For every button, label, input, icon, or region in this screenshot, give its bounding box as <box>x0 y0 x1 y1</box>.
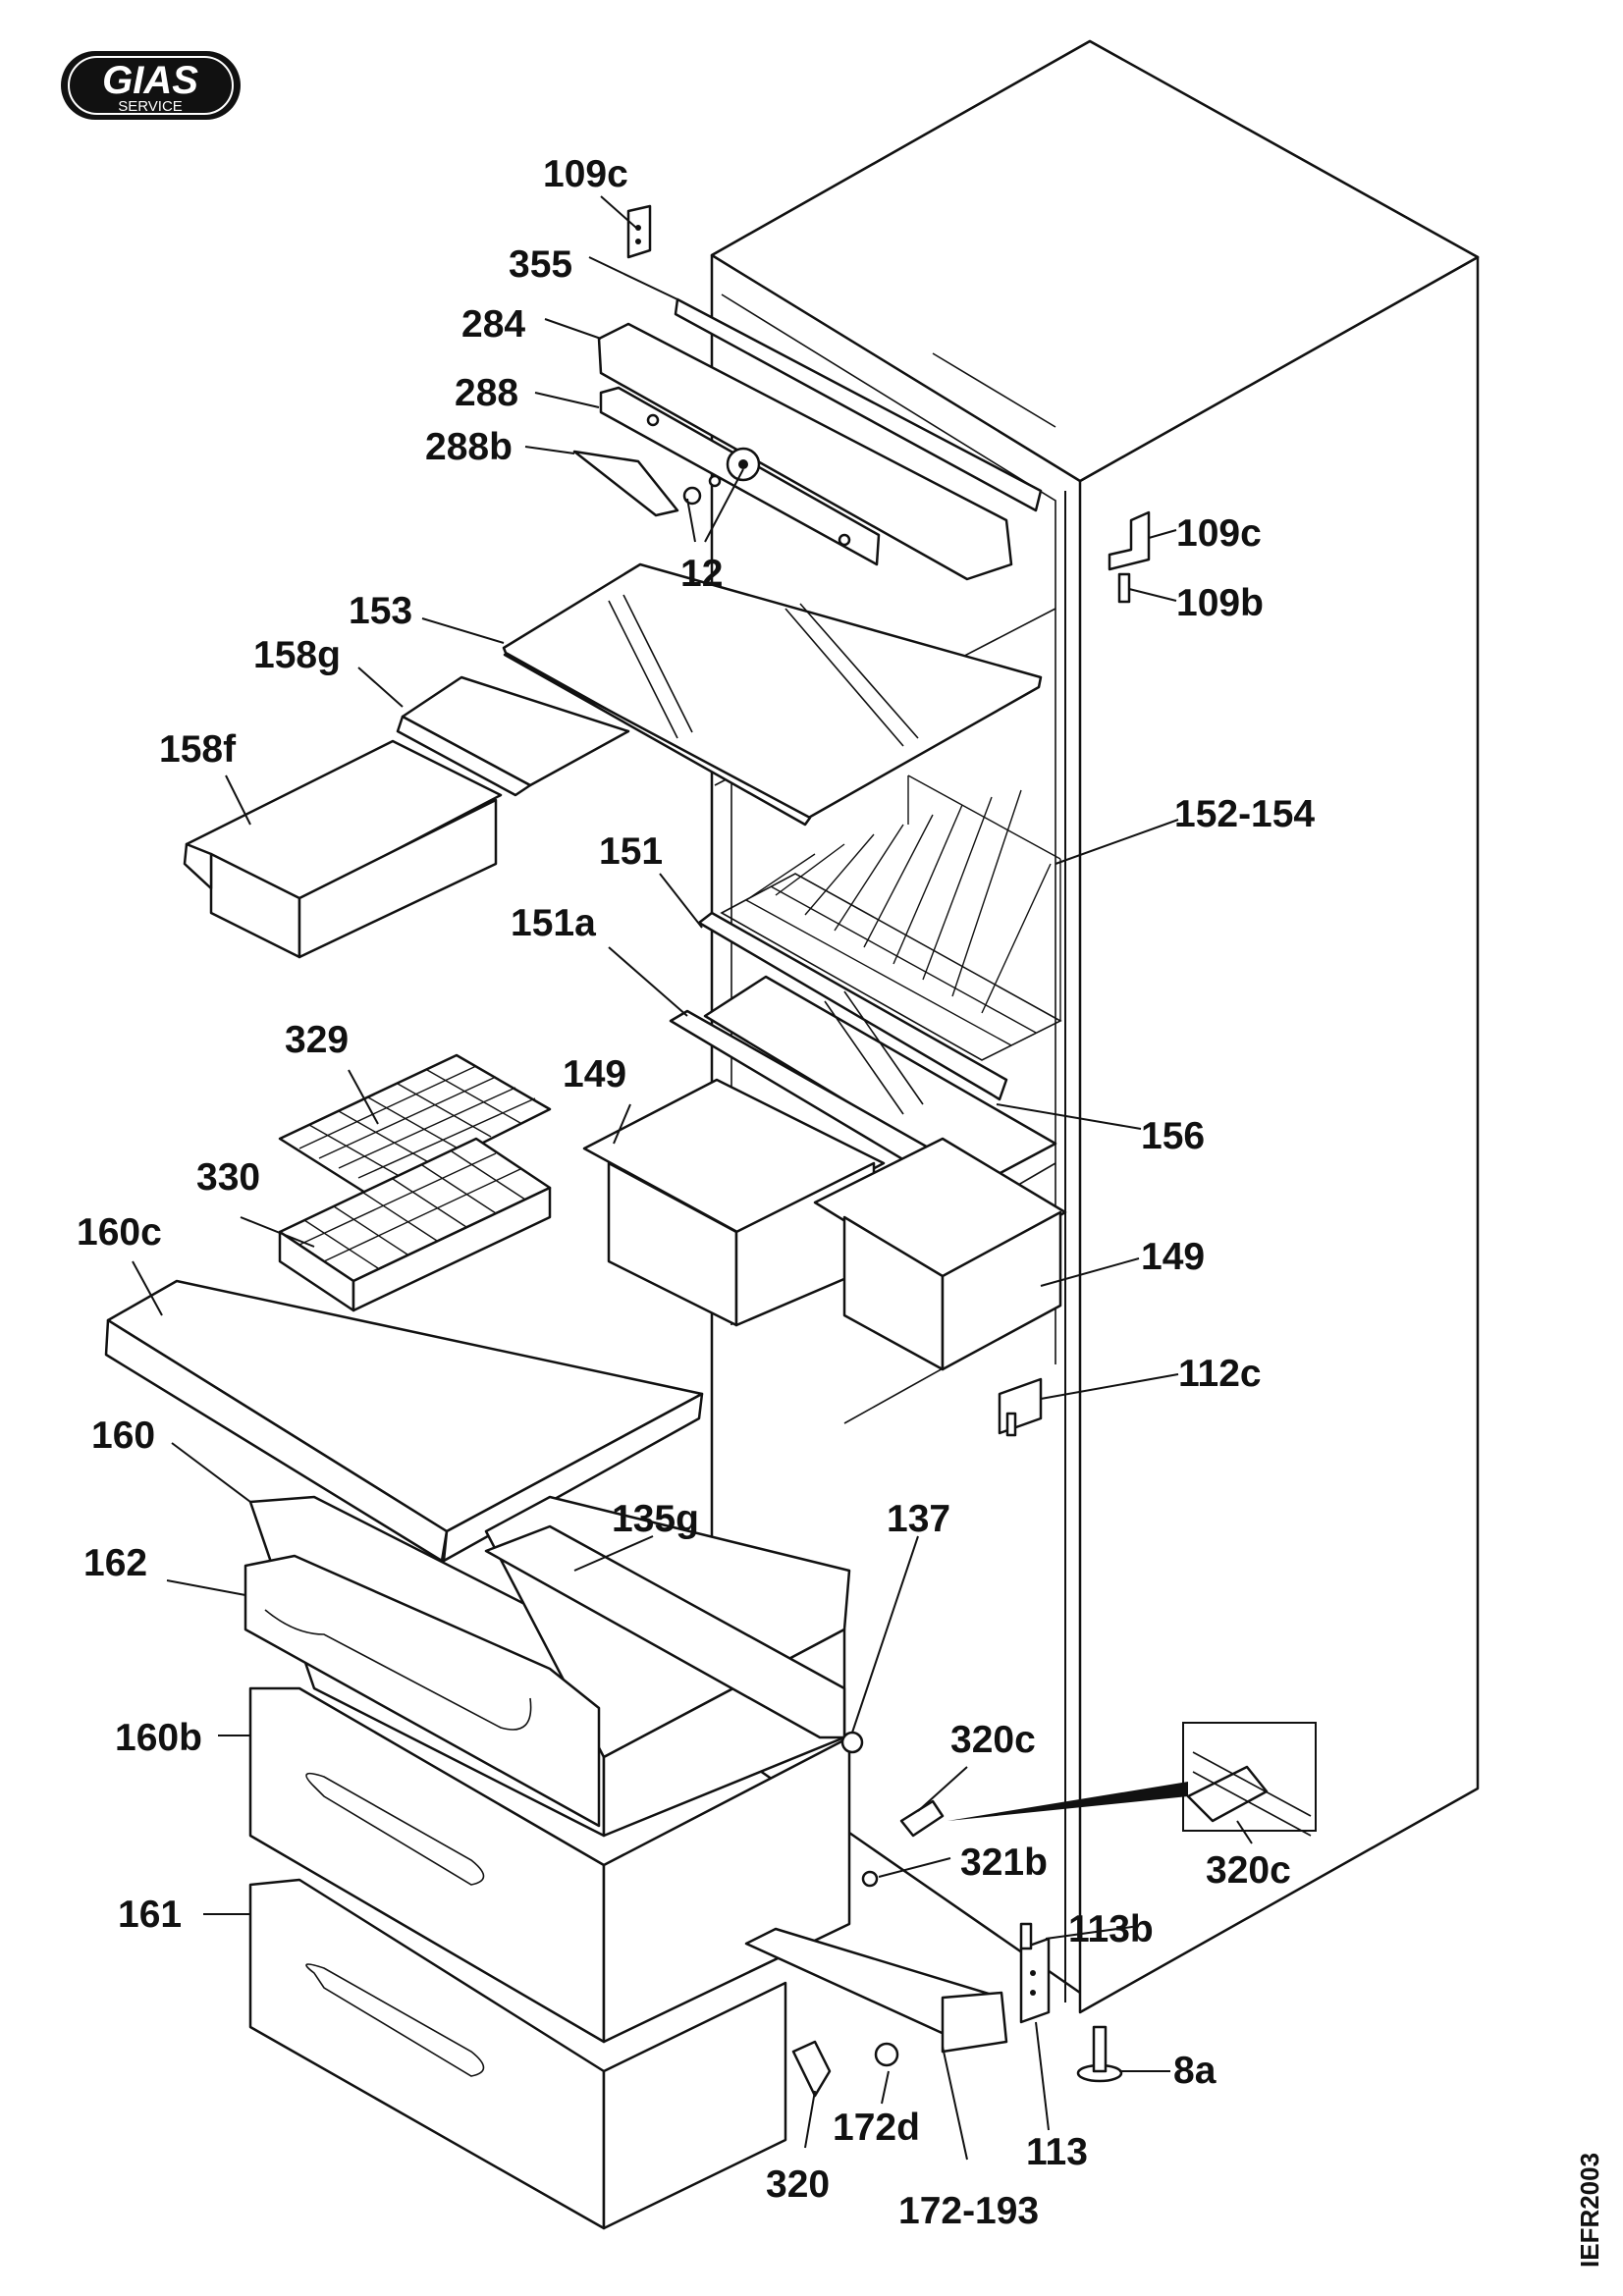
label-151: 151 <box>599 830 663 873</box>
label-172-193: 172-193 <box>898 2190 1039 2232</box>
figure-code: IEFR2003 <box>1575 2153 1604 2268</box>
label-288: 288 <box>455 372 518 414</box>
part-labels: 109c 355 284 288 288b 12 109c 109b 153 1… <box>77 153 1315 2232</box>
label-355: 355 <box>509 243 572 286</box>
label-109c-right: 109c <box>1176 512 1262 555</box>
label-158g: 158g <box>253 634 341 676</box>
label-158f: 158f <box>159 728 237 771</box>
label-160: 160 <box>91 1415 155 1457</box>
dairy-flap <box>396 675 630 797</box>
label-135g: 135g <box>612 1498 699 1540</box>
label-113b: 113b <box>1068 1908 1154 1950</box>
label-8a: 8a <box>1173 2050 1217 2092</box>
crisper-drawers <box>582 1078 1067 1371</box>
logo-subtitle: SERVICE <box>118 98 183 115</box>
label-151a: 151a <box>511 902 596 944</box>
label-109c-top: 109c <box>543 153 628 195</box>
label-149-right: 149 <box>1141 1236 1205 1278</box>
glass-shelf <box>502 562 1043 827</box>
label-320: 320 <box>766 2163 830 2206</box>
label-320c-inset: 320c <box>1206 1849 1291 1892</box>
bottom-fittings <box>744 1377 1317 2098</box>
label-320c-left: 320c <box>950 1719 1036 1761</box>
label-172d: 172d <box>833 2107 920 2149</box>
label-137: 137 <box>887 1498 950 1540</box>
label-160b: 160b <box>115 1717 202 1759</box>
label-288b: 288b <box>425 426 513 468</box>
label-329: 329 <box>285 1019 349 1061</box>
shelf-with-trim <box>669 911 1057 1200</box>
wire-shelf <box>720 774 1062 1061</box>
label-284: 284 <box>461 303 525 346</box>
label-152-154: 152-154 <box>1174 793 1315 835</box>
label-153: 153 <box>349 590 412 632</box>
label-321b: 321b <box>960 1842 1048 1884</box>
label-161: 161 <box>118 1894 182 1936</box>
label-160c: 160c <box>77 1211 162 1254</box>
label-112c: 112c <box>1178 1353 1262 1395</box>
ice-cube-tray <box>278 1053 552 1312</box>
gias-service-logo: GIAS SERVICE <box>61 51 241 120</box>
label-330: 330 <box>196 1156 260 1199</box>
dairy-box <box>183 739 503 959</box>
label-156: 156 <box>1141 1115 1205 1157</box>
leader-lines <box>132 195 1253 2161</box>
label-149-top: 149 <box>563 1053 626 1095</box>
label-109b: 109b <box>1176 582 1264 624</box>
logo-brand: GIAS <box>102 59 198 102</box>
freezer-drawers <box>243 1495 851 2230</box>
label-12: 12 <box>680 553 723 595</box>
label-113: 113 <box>1026 2131 1088 2173</box>
label-162: 162 <box>83 1542 147 1584</box>
